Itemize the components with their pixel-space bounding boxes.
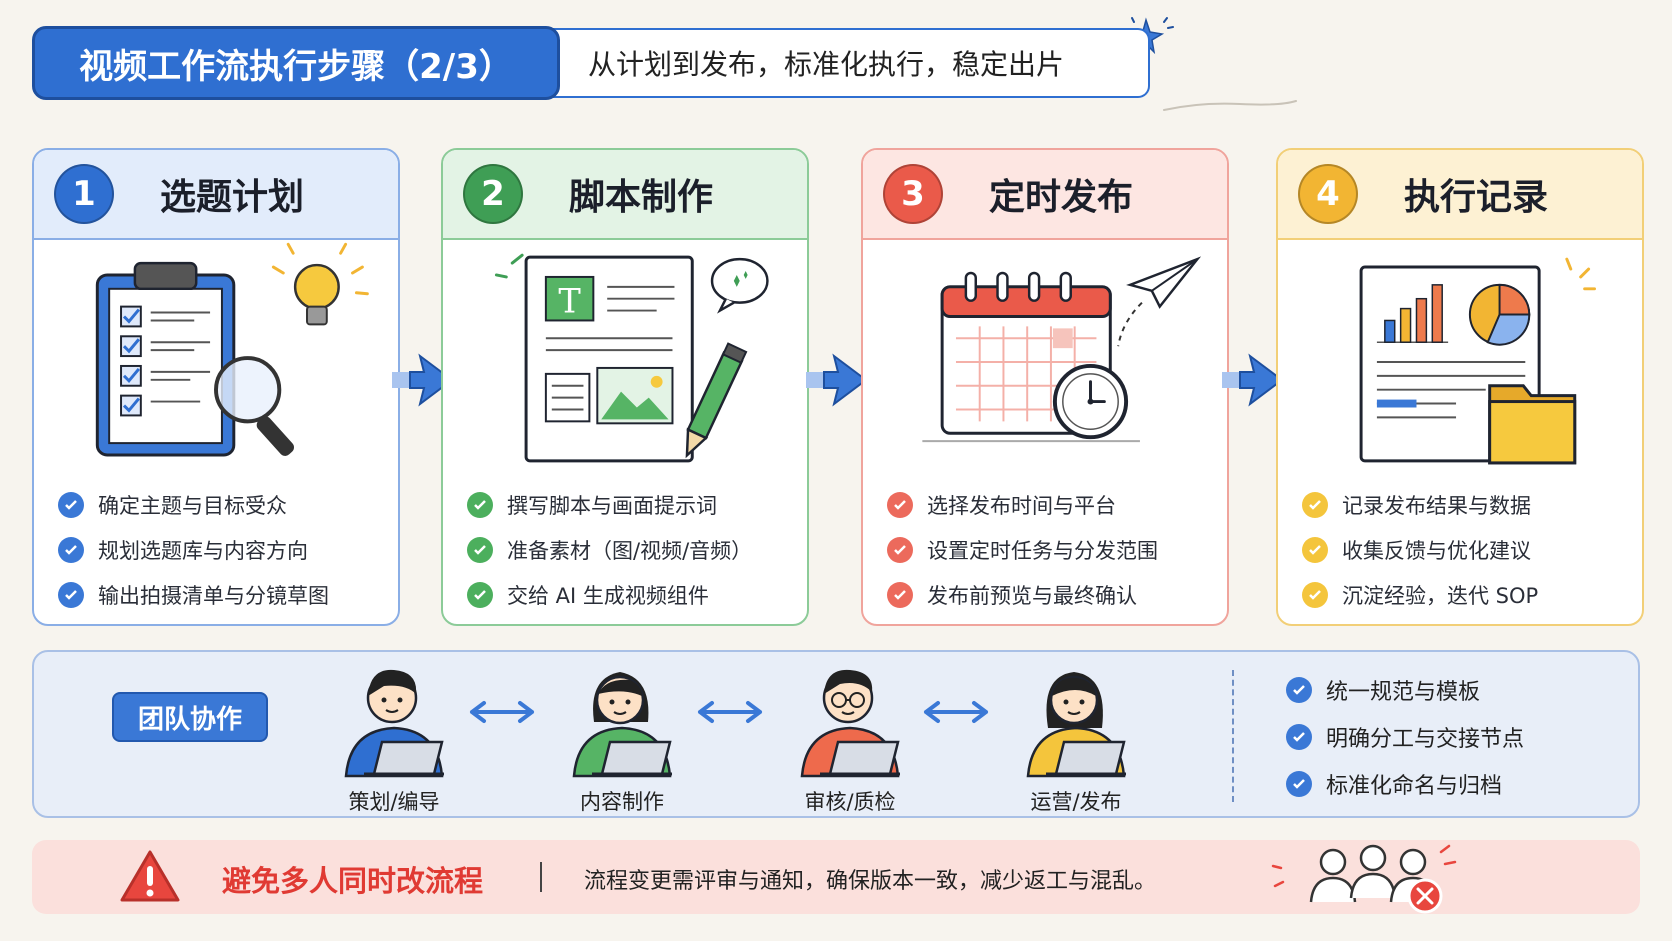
lightbulb-icon xyxy=(271,242,369,326)
step-number: 1 xyxy=(54,164,114,224)
step-items: 撰写脚本与画面提示词 准备素材（图/视频/音频） 交给 AI 生成视频组件 xyxy=(467,482,752,617)
step-card-plan: 1 选题计划 确定主题与目标受众 规划选题库与内容方向 输出拍摄清单与分镜草图 xyxy=(32,148,400,626)
step-card-script: 2 脚本制作 T 撰写脚本与画面提示词 准备素材（图/视频/音频） 交给 AI … xyxy=(441,148,809,626)
arrow-right-icon xyxy=(806,353,868,407)
check-icon xyxy=(58,581,84,608)
chat-bubble-icon xyxy=(710,257,769,314)
person-laptop-icon xyxy=(344,669,444,778)
list-item: 标准化命名与归档 xyxy=(1286,760,1524,807)
script-document-icon: T xyxy=(494,253,769,463)
check-icon xyxy=(1286,723,1312,750)
step-header: 4 执行记录 xyxy=(1278,150,1642,240)
list-item: 统一规范与模板 xyxy=(1286,666,1524,713)
check-icon xyxy=(887,491,913,518)
role-label: 运营/发布 xyxy=(1030,790,1122,814)
report-document-icon xyxy=(1359,257,1597,465)
step-number: 2 xyxy=(463,164,523,224)
step-card-publish: 3 定时发布 选择发布时间与 xyxy=(861,148,1229,626)
check-icon xyxy=(1286,770,1312,797)
list-item: 交给 AI 生成视频组件 xyxy=(467,572,752,617)
magnifier-icon xyxy=(214,356,295,456)
role-label: 审核/质检 xyxy=(804,790,896,814)
list-item: 记录发布结果与数据 xyxy=(1302,482,1538,527)
list-item: 确定主题与目标受众 xyxy=(58,482,329,527)
team-member-operator: 运营/发布 xyxy=(1006,658,1146,818)
check-icon xyxy=(1286,676,1312,703)
check-icon xyxy=(467,581,493,608)
step-items: 记录发布结果与数据 收集反馈与优化建议 沉淀经验，迭代 SOP xyxy=(1302,482,1538,617)
role-label: 内容制作 xyxy=(580,790,664,814)
calendar-icon xyxy=(922,256,1202,443)
person-laptop-icon xyxy=(572,672,672,778)
check-icon xyxy=(58,536,84,563)
team-panel: 团队协作 策划/编导 内容制作 xyxy=(32,650,1640,818)
team-checklist: 统一规范与模板 明确分工与交接节点 标准化命名与归档 xyxy=(1286,666,1524,807)
check-icon xyxy=(1302,491,1328,518)
list-item: 撰写脚本与画面提示词 xyxy=(467,482,752,527)
list-item: 设置定时任务与分发范围 xyxy=(887,527,1158,572)
warning-bar: 避免多人同时改流程 流程变更需评审与通知，确保版本一致，减少返工与混乱。 xyxy=(32,840,1640,914)
step-title: 定时发布 xyxy=(989,177,1134,218)
list-item: 输出拍摄清单与分镜草图 xyxy=(58,572,329,617)
list-item: 准备素材（图/视频/音频） xyxy=(467,527,752,572)
step-items: 选择发布时间与平台 设置定时任务与分发范围 发布前预览与最终确认 xyxy=(887,482,1158,617)
clipboard-checklist-icon xyxy=(95,242,369,457)
step-header: 1 选题计划 xyxy=(34,150,398,240)
check-icon xyxy=(467,491,493,518)
list-item: 规划选题库与内容方向 xyxy=(58,527,329,572)
double-arrow-icon xyxy=(470,701,534,723)
step-title: 脚本制作 xyxy=(569,177,714,218)
warning-text: 流程变更需评审与通知，确保版本一致，减少返工与混乱。 xyxy=(584,869,1157,894)
step-header: 3 定时发布 xyxy=(863,150,1227,240)
double-arrow-icon xyxy=(924,701,988,723)
list-item: 发布前预览与最终确认 xyxy=(887,572,1158,617)
step-number: 3 xyxy=(883,164,943,224)
list-item: 收集反馈与优化建议 xyxy=(1302,527,1538,572)
team-member-reviewer: 审核/质检 xyxy=(780,658,920,818)
check-icon xyxy=(58,491,84,518)
list-item: 明确分工与交接节点 xyxy=(1286,713,1524,760)
check-icon xyxy=(887,581,913,608)
step-title: 选题计划 xyxy=(160,177,305,218)
double-arrow-icon xyxy=(698,701,762,723)
person-laptop-icon xyxy=(800,669,900,778)
pencil-icon xyxy=(685,342,748,459)
page-title: 视频工作流执行步骤（2/3） xyxy=(32,26,560,100)
warning-title: 避免多人同时改流程 xyxy=(222,864,484,898)
page-subtitle: 从计划到发布，标准化执行，稳定出片 xyxy=(520,28,1150,98)
list-item: 沉淀经验，迭代 SOP xyxy=(1302,572,1538,617)
check-icon xyxy=(467,536,493,563)
step-number: 4 xyxy=(1298,164,1358,224)
step-card-record: 4 执行记录 记录发布结果与数据 收集反馈与优化建议 沉淀经验，迭代 SO xyxy=(1276,148,1644,626)
step-header: 2 脚本制作 xyxy=(443,150,807,240)
check-icon xyxy=(1302,581,1328,608)
team-member-planner: 策划/编导 xyxy=(324,658,464,818)
step-title: 执行记录 xyxy=(1404,177,1549,218)
svg-text:T: T xyxy=(558,282,581,321)
team-conflict-icon xyxy=(1271,844,1457,914)
divider xyxy=(540,862,542,892)
step-items: 确定主题与目标受众 规划选题库与内容方向 输出拍摄清单与分镜草图 xyxy=(58,482,329,617)
check-icon xyxy=(887,536,913,563)
team-badge: 团队协作 xyxy=(112,692,268,742)
decorative-scribble xyxy=(1163,100,1297,111)
person-laptop-icon xyxy=(1026,672,1126,778)
warning-triangle-icon xyxy=(120,850,180,902)
check-icon xyxy=(1302,536,1328,563)
list-item: 选择发布时间与平台 xyxy=(887,482,1158,527)
role-label: 策划/编导 xyxy=(348,790,440,814)
pie-chart-icon xyxy=(1468,283,1531,346)
team-member-producer: 内容制作 xyxy=(552,658,692,818)
bar-chart-icon xyxy=(1376,284,1449,343)
clock-icon xyxy=(1052,363,1129,440)
folder-icon xyxy=(1488,384,1577,465)
paper-plane-icon xyxy=(1117,256,1202,347)
divider xyxy=(1232,670,1234,802)
